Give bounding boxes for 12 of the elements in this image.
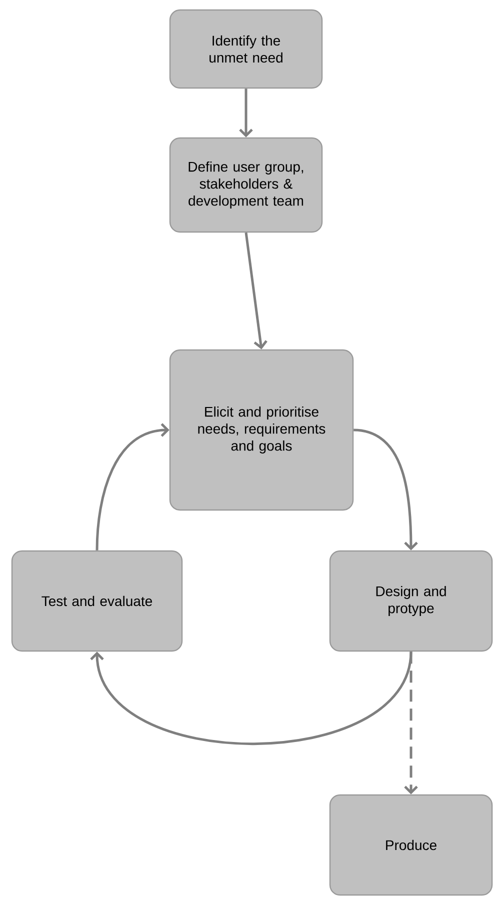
process-box: Design and protype [329,550,493,652]
process-box: Produce [329,794,493,896]
arrow [404,652,418,794]
arrow [353,428,418,550]
process-box: Define user group, stakeholders & development team [169,137,323,233]
process-box: Test and evaluate [11,550,183,652]
arrow [90,651,412,745]
process-box: Identify the unmet need [169,9,323,89]
process-box: Elicit and prioritise needs, requirements and goals [169,349,354,511]
arrow [96,423,170,550]
arrow [239,88,253,138]
arrow [244,232,268,350]
